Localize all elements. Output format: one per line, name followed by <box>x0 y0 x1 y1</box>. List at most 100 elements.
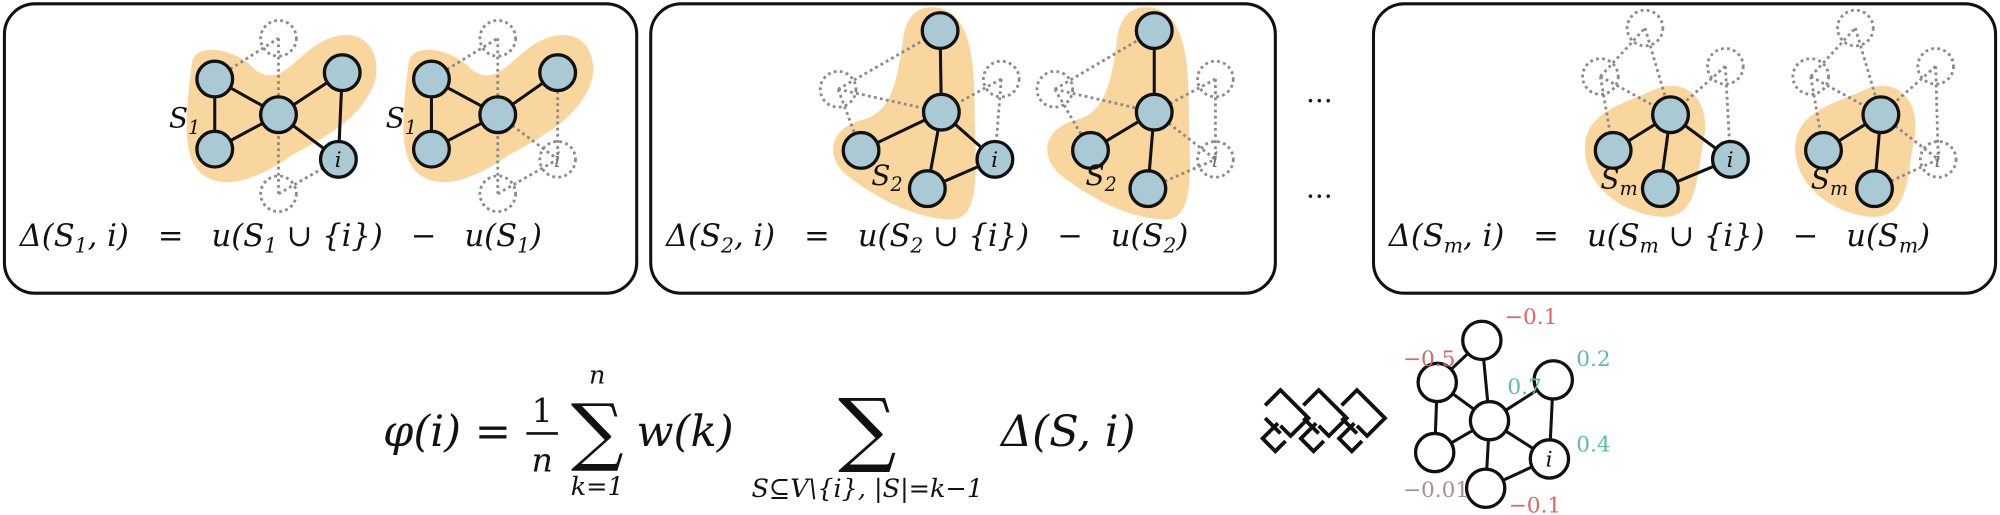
value-with-player-term: u(S1 ∪ {i}) <box>212 219 383 257</box>
inactive-node <box>1035 69 1075 109</box>
player-label: i <box>1727 148 1734 173</box>
coalition-node <box>195 59 235 99</box>
coalition-node <box>920 11 960 51</box>
shapley-formula: φ(i) = 1 n ∑ n k=1 w(k) ∑ S⊆V\{i}, |S|=k… <box>383 360 1136 503</box>
ellipsis-bottom: ... <box>1306 172 1333 205</box>
coalition-node <box>1134 92 1174 132</box>
inactive-node <box>538 140 577 179</box>
value-without-player-term: u(S2) <box>1111 219 1188 257</box>
player-label: i <box>991 148 998 173</box>
coalition-node <box>411 59 451 99</box>
node-bottom <box>1464 467 1507 510</box>
coalition-label: Sm <box>1811 163 1848 200</box>
inactive-node <box>478 18 517 58</box>
subset-condition: S⊆V\{i}, |S|=k−1 <box>751 474 983 504</box>
coalition-label: Sm <box>1600 163 1637 200</box>
inactive-node <box>1625 8 1665 48</box>
node-upper-right <box>1532 359 1575 401</box>
sum-sigma: ∑ <box>571 388 624 474</box>
shapley-score-lower-left: −0.01 <box>1403 478 1469 503</box>
coalition-label: S2 <box>1085 159 1116 196</box>
coalition-node <box>1593 130 1633 170</box>
value-without-player-term: u(Sm) <box>1846 219 1930 257</box>
coalition-label: S1 <box>386 101 417 138</box>
subset-sigma: ∑ <box>838 381 896 476</box>
chevron-icon <box>1298 387 1350 454</box>
inactive-node <box>1196 59 1235 99</box>
equals-sign: = <box>1533 219 1559 254</box>
inactive-edge <box>1054 87 1155 114</box>
inactive-edge <box>1809 27 1857 78</box>
ellipsis-top: ... <box>1306 76 1333 109</box>
graph-without-player: iS2 <box>1035 7 1235 220</box>
marginal-contribution-term: Δ(S2, i) <box>665 219 775 257</box>
weight-term: w(k) <box>636 407 733 457</box>
inactive-node <box>1196 140 1235 179</box>
graph-with-player: iS1 <box>169 18 377 214</box>
coalition-node <box>841 130 881 170</box>
inactive-edge <box>1054 29 1155 91</box>
inactive-node <box>259 174 298 214</box>
player-label: i <box>1546 448 1553 473</box>
shapley-score-bottom: −0.1 <box>1509 493 1562 515</box>
node-center <box>1468 399 1511 442</box>
coalition-node <box>322 53 362 93</box>
minus-sign: − <box>1057 219 1083 254</box>
marginal-contribution-term: Δ(Sm, i) <box>1388 219 1504 257</box>
fraction-numerator: 1 <box>532 391 553 430</box>
inactive-node <box>1836 8 1875 48</box>
inactive-node <box>259 18 298 58</box>
player-node <box>1710 139 1750 179</box>
coalition-node <box>478 95 518 135</box>
node-upper-left <box>1416 361 1459 404</box>
coalition-node <box>1651 95 1691 135</box>
chevron-icon <box>1336 387 1388 454</box>
coalition-node <box>907 169 947 209</box>
player-node <box>975 139 1015 179</box>
inactive-node <box>1581 57 1620 96</box>
coalition-node <box>1071 130 1111 170</box>
node-lower-left <box>1413 431 1456 474</box>
coalition-node <box>921 92 961 132</box>
inactive-node <box>818 69 858 109</box>
inactive-node <box>1918 140 1958 179</box>
coalition-node <box>1803 130 1843 170</box>
inactive-node <box>1791 57 1830 96</box>
sum-lower: k=1 <box>571 472 624 502</box>
player-label: i <box>335 148 342 173</box>
player-node <box>318 139 358 179</box>
coalition-label: S2 <box>871 159 902 196</box>
marginal-term: Δ(S, i) <box>999 407 1136 457</box>
graph-with-player: iSm <box>1581 8 1750 217</box>
coalition-node <box>411 129 451 169</box>
inactive-edge <box>837 29 941 91</box>
minus-sign: − <box>1793 219 1819 254</box>
inactive-node <box>1916 47 1955 86</box>
value-with-player-term: u(S2 ∪ {i}) <box>858 219 1029 257</box>
shapley-score-top: −0.1 <box>1505 305 1558 330</box>
inactive-edge <box>1810 75 1882 116</box>
chevron-icon <box>1259 387 1312 454</box>
shapley-score-center: 0.7 <box>1507 375 1541 400</box>
graph-with-player: i S2 <box>818 7 1021 220</box>
node-top <box>1461 319 1503 362</box>
coalition-node <box>1134 11 1174 51</box>
value-with-player-term: u(Sm ∪ {i}) <box>1587 219 1765 257</box>
equals-sign: = <box>804 219 830 254</box>
coalition-node <box>258 95 298 135</box>
coalition-node <box>1128 169 1168 209</box>
coalition-node <box>1640 169 1680 209</box>
shapley-score-i: 0.4 <box>1576 432 1610 457</box>
coalition-node <box>538 53 578 93</box>
inactive-edge <box>497 158 559 195</box>
node-i <box>1528 438 1571 480</box>
value-without-player-term: u(S1) <box>464 219 541 257</box>
graph-without-player: iS1 <box>386 18 594 214</box>
shapley-score-upper-right: 0.2 <box>1576 347 1610 372</box>
inactive-node <box>478 174 517 214</box>
marginal-contribution-term: Δ(S1, i) <box>19 219 129 257</box>
